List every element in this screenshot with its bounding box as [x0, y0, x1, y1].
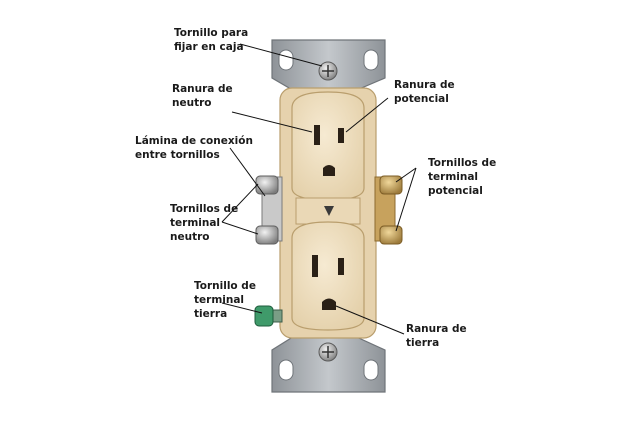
neutral-slot-upper — [314, 125, 320, 145]
hot-slot-lower — [338, 258, 344, 275]
lower-receptacle — [291, 221, 365, 331]
ground-slot-lower — [322, 298, 336, 310]
mounting-screw-top-icon — [318, 61, 338, 81]
neutral-terminal-screws — [255, 175, 283, 245]
leader-lines — [221, 43, 417, 335]
label-ranura-potencial: Ranura de potencial — [394, 78, 455, 106]
label-line: terminal — [170, 217, 221, 229]
label-line: Ranura de — [406, 323, 467, 335]
upper-receptacle — [291, 91, 365, 201]
label-ranura-neutro: Ranura de neutro — [172, 82, 233, 110]
label-tornillo-caja: Tornillo para fijar en caja — [174, 26, 248, 54]
label-line: tierra — [194, 308, 228, 320]
label-line: tierra — [406, 337, 440, 349]
label-line: Tornillos de — [170, 203, 239, 215]
label-line: fijar en caja — [174, 41, 244, 53]
label-tornillos-potencial: Tornillos de terminal potencial — [428, 156, 496, 198]
neutral-screw-bottom-icon — [255, 225, 279, 245]
mounting-strap-bottom — [271, 334, 386, 393]
neutral-slot-lower — [312, 255, 318, 277]
label-tornillos-neutro: Tornillos de terminal neutro — [170, 202, 238, 244]
label-line: neutro — [170, 231, 210, 243]
label-ranura-tierra: Ranura de tierra — [406, 322, 467, 350]
mounting-screw-bottom-icon — [318, 342, 338, 362]
center-screw-icon — [324, 206, 334, 216]
label-line: Tornillo de — [194, 280, 256, 292]
ground-screw-icon — [254, 305, 283, 327]
label-line: potencial — [428, 185, 483, 197]
label-line: Ranura de — [172, 83, 233, 95]
label-line: Ranura de — [394, 79, 455, 91]
label-tornillo-tierra: Tornillo de terminal tierra — [194, 279, 256, 321]
hot-slot-upper — [338, 128, 344, 143]
label-line: terminal — [194, 294, 245, 306]
label-line: potencial — [394, 93, 449, 105]
potential-screw-top-icon — [379, 175, 403, 195]
potential-terminal-screws — [374, 175, 403, 245]
label-line: Lámina de conexión — [135, 135, 253, 147]
label-line: Tornillo para — [174, 27, 249, 39]
label-line: neutro — [172, 97, 212, 109]
potential-screw-bottom-icon — [379, 225, 403, 245]
label-lamina-conexion: Lámina de conexión entre tornillos — [135, 134, 253, 162]
label-line: Tornillos de — [428, 157, 497, 169]
label-line: terminal — [428, 171, 479, 183]
ground-slot-upper — [323, 165, 335, 176]
center-section — [295, 197, 361, 225]
neutral-screw-top-icon — [255, 175, 279, 195]
label-line: entre tornillos — [135, 149, 220, 161]
